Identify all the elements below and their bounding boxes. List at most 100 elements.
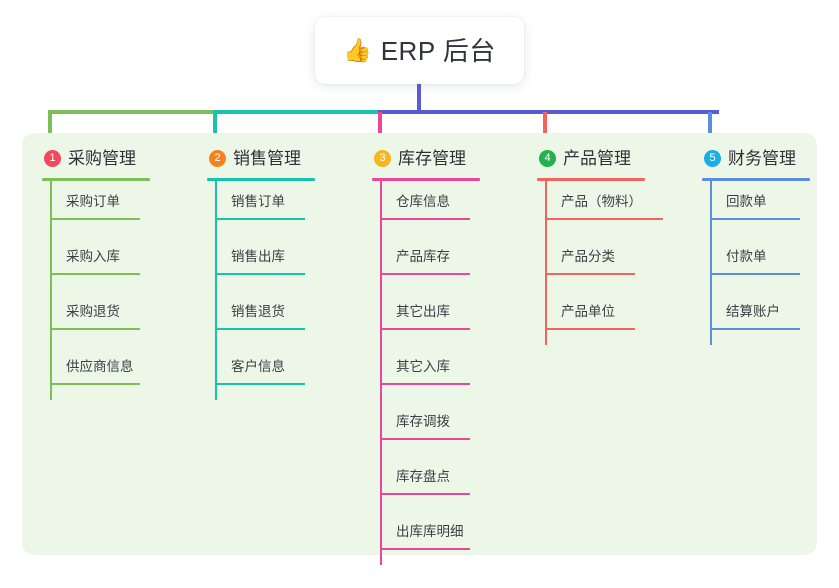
list-item-underline	[215, 218, 305, 220]
list-item-underline	[215, 328, 305, 330]
list-item-label: 产品单位	[561, 304, 615, 319]
branch-rail-1	[50, 180, 52, 400]
list-item-label: 仓库信息	[396, 194, 450, 209]
list-item-underline	[50, 383, 140, 385]
branch-underline-4	[537, 178, 645, 181]
list-item-underline	[545, 273, 635, 275]
branch-column-3: 3 库存管理仓库信息产品库存其它出库其它入库库存调拨库存盘点出库库明细	[372, 146, 522, 565]
branch-rail-2	[215, 180, 217, 400]
root-node-card[interactable]: 👍 ERP 后台	[315, 17, 524, 84]
list-item-label: 其它入库	[396, 359, 450, 374]
list-item[interactable]: 产品（物料）	[545, 180, 687, 235]
list-item-underline	[710, 218, 800, 220]
list-item-label: 销售出库	[231, 249, 285, 264]
list-item-underline	[710, 328, 800, 330]
branch-rail-3	[380, 180, 382, 565]
branch-item-list-3: 仓库信息产品库存其它出库其它入库库存调拨库存盘点出库库明细	[380, 180, 522, 565]
list-item-underline	[380, 438, 470, 440]
list-item-label: 客户信息	[231, 359, 285, 374]
branch-drop-line-3	[378, 112, 382, 145]
branch-drop-line-2	[213, 112, 217, 145]
list-item-label: 采购订单	[66, 194, 120, 209]
root-node-title: ERP 后台	[380, 35, 496, 66]
branch-column-1: 1 采购管理采购订单采购入库采购退货供应商信息	[42, 146, 192, 400]
list-item-underline	[380, 328, 470, 330]
list-item[interactable]: 产品库存	[380, 235, 522, 290]
list-item-underline	[545, 218, 663, 220]
list-item[interactable]: 库存调拨	[380, 400, 522, 455]
list-item-underline	[215, 383, 305, 385]
branch-item-list-4: 产品（物料） 产品分类产品单位	[545, 180, 687, 345]
branch-panel	[22, 133, 817, 555]
list-item-label: 产品（物料）	[561, 194, 642, 209]
connector-segment-teal	[213, 110, 378, 114]
list-item[interactable]: 供应商信息	[50, 345, 192, 400]
list-item-label: 销售订单	[231, 194, 285, 209]
list-item[interactable]: 销售订单	[215, 180, 357, 235]
list-item-label: 库存调拨	[396, 414, 450, 429]
branch-title-5: 财务管理	[728, 148, 796, 168]
list-item-label: 供应商信息	[66, 359, 134, 374]
list-item-underline	[50, 328, 140, 330]
list-item[interactable]: 销售退货	[215, 290, 357, 345]
branch-badge-4: 4	[539, 149, 556, 167]
list-item[interactable]: 结算账户	[710, 290, 839, 345]
list-item-underline	[50, 218, 140, 220]
branch-item-list-2: 销售订单销售出库销售退货客户信息	[215, 180, 357, 400]
list-item[interactable]: 采购入库	[50, 235, 192, 290]
branch-title-3: 库存管理	[398, 148, 466, 168]
list-item[interactable]: 付款单	[710, 235, 839, 290]
list-item-label: 付款单	[726, 249, 767, 264]
list-item[interactable]: 回款单	[710, 180, 839, 235]
branch-rail-5	[710, 180, 712, 345]
branch-badge-1: 1	[44, 149, 61, 167]
branch-underline-3	[372, 178, 480, 181]
list-item[interactable]: 出库库明细	[380, 510, 522, 565]
branch-item-list-1: 采购订单采购入库采购退货供应商信息	[50, 180, 192, 400]
list-item-underline	[710, 273, 800, 275]
list-item-label: 出库库明细	[396, 524, 464, 539]
branch-drop-line-5	[708, 112, 712, 145]
list-item[interactable]: 产品分类	[545, 235, 687, 290]
list-item[interactable]: 其它入库	[380, 345, 522, 400]
list-item-label: 采购退货	[66, 304, 120, 319]
list-item[interactable]: 仓库信息	[380, 180, 522, 235]
branch-header-1[interactable]: 1 采购管理	[42, 146, 192, 170]
list-item[interactable]: 客户信息	[215, 345, 357, 400]
list-item-label: 其它出库	[396, 304, 450, 319]
list-item-underline	[215, 273, 305, 275]
list-item-underline	[380, 548, 470, 550]
branch-underline-1	[42, 178, 150, 181]
list-item-underline	[380, 273, 470, 275]
list-item[interactable]: 产品单位	[545, 290, 687, 345]
branch-item-list-5: 回款单付款单结算账户	[710, 180, 839, 345]
branch-title-1: 采购管理	[68, 148, 136, 168]
list-item[interactable]: 其它出库	[380, 290, 522, 345]
list-item-underline	[380, 218, 470, 220]
branch-header-4[interactable]: 4 产品管理	[537, 146, 687, 170]
list-item-label: 销售退货	[231, 304, 285, 319]
connector-segment-blue	[378, 110, 719, 114]
list-item-label: 产品库存	[396, 249, 450, 264]
branch-column-4: 4 产品管理产品（物料） 产品分类产品单位	[537, 146, 687, 345]
branch-header-3[interactable]: 3 库存管理	[372, 146, 522, 170]
branch-badge-3: 3	[374, 149, 391, 167]
connector-segment-green	[48, 110, 213, 114]
branch-underline-2	[207, 178, 315, 181]
list-item-label: 回款单	[726, 194, 767, 209]
list-item[interactable]: 采购订单	[50, 180, 192, 235]
list-item-underline	[380, 493, 470, 495]
list-item-underline	[50, 273, 140, 275]
list-item[interactable]: 采购退货	[50, 290, 192, 345]
list-item[interactable]: 库存盘点	[380, 455, 522, 510]
branch-rail-4	[545, 180, 547, 345]
list-item[interactable]: 销售出库	[215, 235, 357, 290]
branch-title-2: 销售管理	[233, 148, 301, 168]
branch-title-4: 产品管理	[563, 148, 631, 168]
list-item-label: 结算账户	[726, 304, 780, 319]
list-item-underline	[545, 328, 635, 330]
